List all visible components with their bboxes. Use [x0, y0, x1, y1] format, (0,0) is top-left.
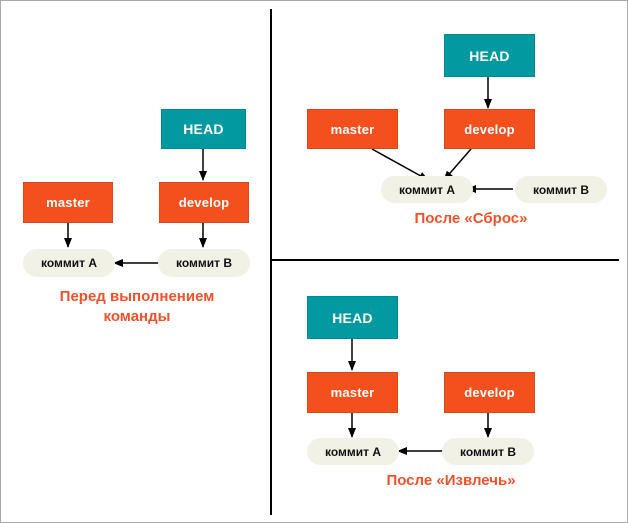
node-master-before: master	[23, 182, 113, 223]
node-develop-checkout: develop	[444, 372, 535, 413]
node-commit-b-checkout: коммит В	[442, 438, 534, 465]
node-commit-a-before: коммит А	[23, 249, 115, 277]
vertical-divider	[270, 9, 272, 515]
node-master-checkout: master	[307, 372, 398, 413]
node-develop-reset: develop	[444, 109, 535, 149]
node-head-before: HEAD	[161, 109, 246, 149]
horizontal-divider	[270, 259, 619, 261]
node-head-checkout: HEAD	[307, 296, 398, 339]
node-commit-a-checkout: коммит А	[307, 438, 399, 465]
caption-after-checkout: После «Извлечь»	[386, 472, 516, 489]
caption-before: Перед выполнением команды	[59, 288, 215, 325]
node-commit-a-reset: коммит А	[381, 176, 473, 203]
node-head-reset: HEAD	[444, 34, 535, 77]
node-master-reset: master	[307, 109, 398, 149]
node-develop-before: develop	[159, 182, 249, 223]
node-commit-b-before: коммит В	[158, 249, 250, 277]
node-commit-b-reset: коммит В	[515, 176, 607, 203]
caption-after-reset: После «Сброс»	[414, 210, 528, 227]
